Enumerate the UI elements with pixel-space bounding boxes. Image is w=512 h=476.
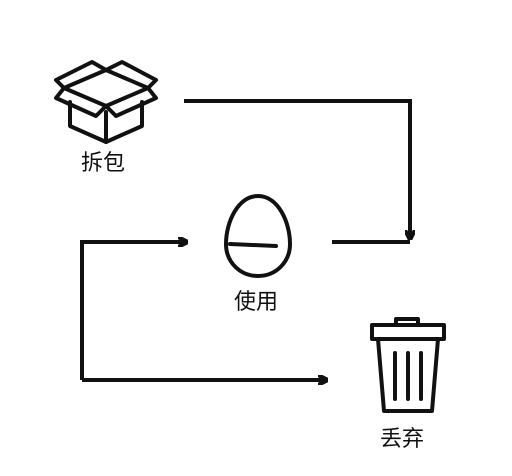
arrow-loop-to-use — [80, 242, 184, 380]
egg-icon — [223, 193, 293, 279]
arrow-unbox-to-use — [184, 99, 410, 236]
step-label-discard: 丢弃 — [380, 427, 425, 452]
open-box-icon — [54, 60, 158, 144]
step-label-unbox: 拆包 — [81, 151, 126, 176]
step-label-use: 使用 — [234, 290, 279, 315]
trash-can-icon — [370, 317, 446, 413]
